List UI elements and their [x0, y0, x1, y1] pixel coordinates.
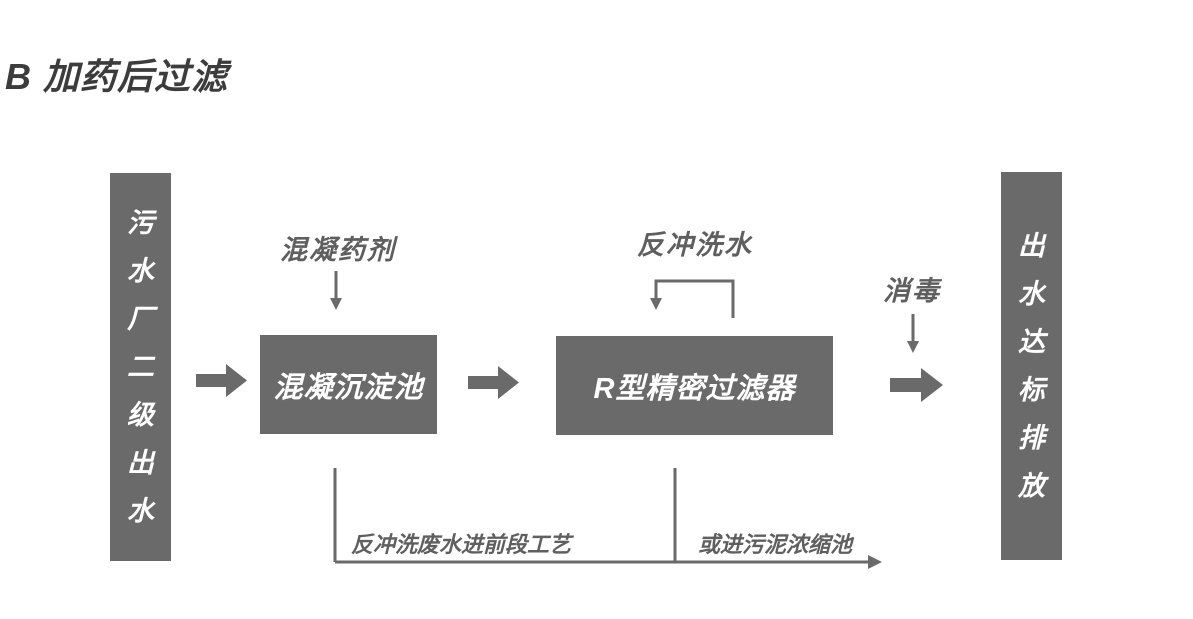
flow-arrow-icon	[196, 364, 247, 397]
down-arrow-icon	[907, 314, 919, 353]
node-filter-label: R型精密过滤器	[593, 372, 796, 405]
backwash-drain-line	[333, 468, 882, 569]
page-title: B 加药后过滤	[5, 56, 229, 97]
node-coagulation-tank: 混凝沉淀池	[260, 335, 437, 434]
label-backwash-to-front: 反冲洗废水进前段工艺	[350, 532, 571, 557]
backwash-elbow-arrow-icon	[650, 279, 735, 318]
label-or-to-sludge: 或进污泥浓缩池	[697, 532, 852, 557]
node-effluent-label: 出水达标排放	[1017, 231, 1045, 501]
node-influent: 污水厂二级出水	[110, 173, 171, 561]
node-filter: R型精密过滤器	[556, 336, 833, 435]
flow-arrow-icon	[468, 366, 519, 399]
label-disinfection: 消毒	[883, 276, 941, 306]
node-coagulation-tank-label: 混凝沉淀池	[273, 371, 424, 404]
label-coagulant: 混凝药剂	[280, 235, 396, 265]
flow-arrow-icon	[890, 368, 943, 402]
down-arrow-icon	[330, 271, 342, 310]
node-influent-label: 污水厂二级出水	[126, 208, 154, 526]
node-effluent: 出水达标排放	[1001, 172, 1062, 560]
label-backwash-water: 反冲洗水	[637, 230, 753, 260]
